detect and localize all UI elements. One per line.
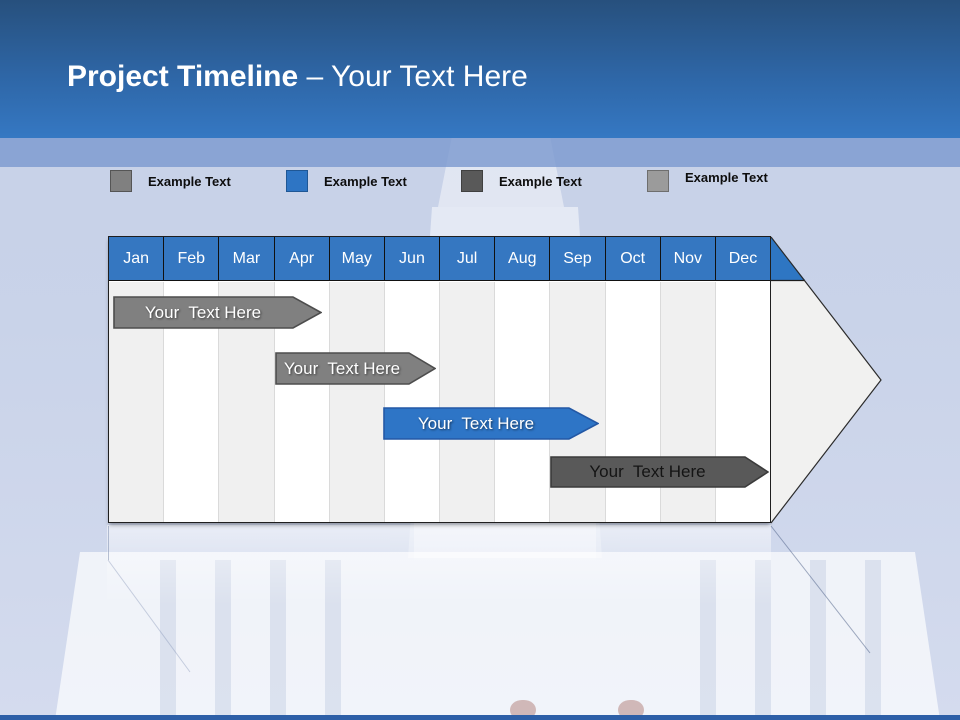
task-arrow-shape	[113, 296, 322, 329]
task-arrow-label: Your Text Here	[417, 413, 535, 433]
legend-item: Example Text	[110, 170, 231, 192]
page-title-bold: Project Timeline	[67, 60, 299, 93]
month-cell: Apr	[275, 237, 330, 280]
title-band: Project Timeline – Your Text Here	[0, 0, 960, 138]
page-title: Project Timeline – Your Text Here	[67, 60, 528, 94]
sub-header-band	[0, 138, 960, 167]
legend-label: Example Text	[148, 173, 231, 189]
month-cell: Jun	[385, 237, 441, 280]
page-title-light: – Your Text Here	[306, 60, 528, 93]
timeline-column	[495, 281, 551, 522]
legend-label: Example Text	[324, 173, 407, 189]
task-arrow-shape	[383, 407, 599, 440]
task-arrow-label: Your Text Here	[144, 302, 262, 322]
timeline-arrow-tip	[771, 236, 882, 524]
task-arrow: Your Text Here	[383, 407, 599, 440]
task-arrow: Your Text Here	[275, 352, 436, 385]
task-arrow: Your Text Here	[550, 456, 769, 488]
legend-swatch	[461, 170, 483, 192]
month-cell: May	[330, 237, 385, 280]
month-cell: Jul	[440, 237, 496, 280]
task-arrow-label: Your Text Here	[589, 462, 706, 481]
legend-item: Example Text	[647, 170, 768, 192]
month-cell: Jan	[109, 237, 165, 280]
task-arrow-shape	[275, 352, 436, 385]
task-arrow-shape	[550, 456, 769, 488]
table-reflection	[107, 525, 771, 605]
month-cell: Dec	[728, 249, 758, 267]
task-arrow-label: Your Text Here	[283, 358, 401, 378]
legend-swatch	[110, 170, 132, 192]
month-cell: Aug	[495, 237, 551, 280]
legend-swatch	[647, 170, 669, 192]
month-cell: Feb	[164, 237, 220, 280]
legend-item: Example Text	[286, 170, 407, 192]
month-cell: Oct	[606, 237, 661, 280]
legend-swatch	[286, 170, 308, 192]
timeline-column	[384, 281, 441, 522]
legend-item: Example Text	[461, 170, 582, 192]
month-cell: Nov	[661, 237, 716, 280]
legend-label: Example Text	[685, 169, 768, 185]
legend-label: Example Text	[499, 173, 582, 189]
timeline-column	[440, 281, 496, 522]
task-arrow: Your Text Here	[113, 296, 322, 329]
month-cell: Sep	[550, 237, 606, 280]
bottom-accent-strip	[0, 715, 960, 720]
timeline-column	[329, 281, 385, 522]
month-cell: Mar	[219, 237, 275, 280]
